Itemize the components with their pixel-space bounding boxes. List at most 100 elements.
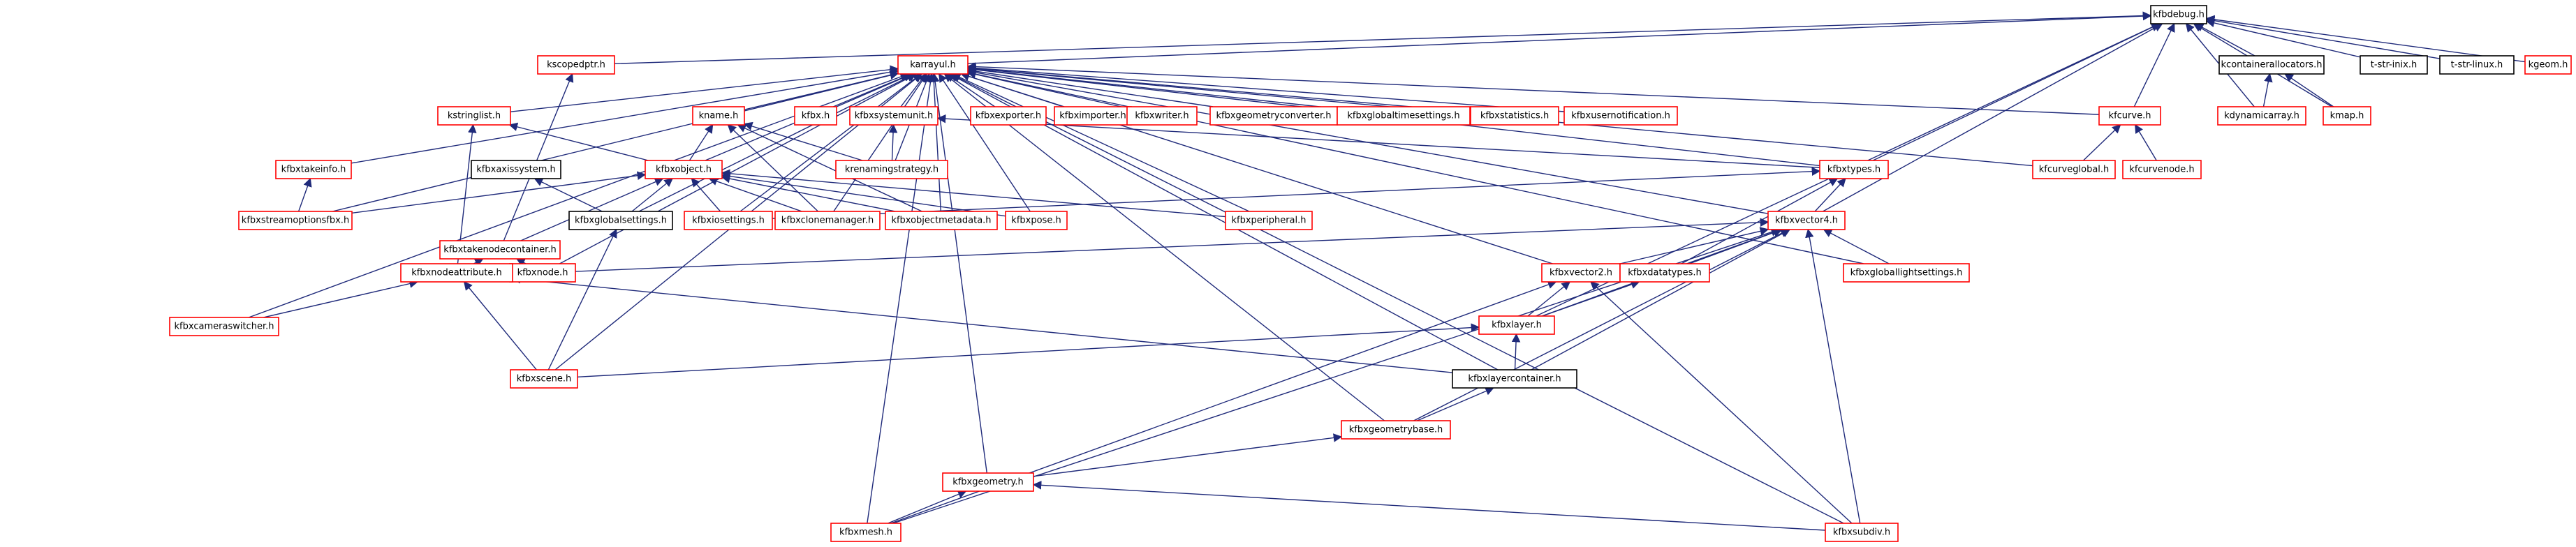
node-label: kfbxvector4.h — [1775, 216, 1838, 226]
node-box — [645, 160, 723, 179]
edge-kfbxglobaltimesettings-to-karrayul — [966, 65, 1338, 110]
node-label: kfbxsystemunit.h — [855, 111, 934, 121]
node-label: kfbxglobalsettings.h — [575, 216, 667, 226]
node-kfbxstatistics[interactable]: kfbxstatistics.h — [1470, 106, 1559, 126]
node-kfbxvector4[interactable]: kfbxvector4.h — [1767, 211, 1846, 230]
edge-kstringlist-to-karrayul — [510, 65, 899, 112]
node-kfcurveglobal[interactable]: kfcurveglobal.h — [2032, 160, 2116, 179]
node-kstringlist[interactable]: kstringlist.h — [437, 106, 511, 126]
node-kfbxstreamoptionsfbx[interactable]: kfbxstreamoptionsfbx.h — [238, 211, 353, 230]
node-kfbxaxissystem[interactable]: kfbxaxissystem.h — [471, 160, 561, 179]
node-kfbxwriter[interactable]: kfbxwriter.h — [1126, 106, 1198, 126]
node-kfbxexporter[interactable]: kfbxexporter.h — [970, 106, 1047, 126]
edge-kfbxmesh-to-karrayul — [867, 73, 935, 524]
edge-kfbxtakenodecontainer-to-kfbxobject — [520, 177, 664, 241]
edge — [691, 178, 721, 212]
edge — [727, 124, 818, 212]
node-tstrinix[interactable]: t-str-inix.h — [2360, 55, 2428, 75]
edge-kfbxglobalsettings-to-kfbxaxissystem — [533, 178, 603, 212]
node-box — [1225, 211, 1313, 230]
edge-kfbxnode-to-kfbxvector4 — [575, 218, 1769, 272]
edge-kfbxlayercontainer-to-kfbxnodeattribute — [511, 274, 1453, 373]
node-box — [1452, 369, 1577, 389]
node-label: kfbxstatistics.h — [1480, 111, 1549, 121]
node-kfbdebug[interactable]: kfbdebug.h — [2150, 5, 2207, 24]
node-label: kfbxstreamoptionsfbx.h — [242, 216, 349, 226]
node-kfcurvenode[interactable]: kfcurvenode.h — [2122, 160, 2202, 179]
dependency-edges — [248, 11, 2526, 531]
edge-kfbxclonemanager-to-kname — [727, 124, 818, 212]
node-kdynamicarray[interactable]: kdynamicarray.h — [2217, 106, 2306, 126]
node-kfbxlayer[interactable]: kfbxlayer.h — [1478, 315, 1555, 335]
node-box — [471, 160, 561, 179]
node-kgeom[interactable]: kgeom.h — [2524, 55, 2572, 75]
edge — [960, 72, 1553, 264]
node-tstrlinux[interactable]: t-str-linux.h — [2439, 55, 2515, 75]
node-kfbxdatatypes[interactable]: kfbxdatatypes.h — [1619, 263, 1710, 283]
edge — [833, 73, 927, 212]
node-kfbxtakenodecontainer[interactable]: kfbxtakenodecontainer.h — [439, 240, 561, 260]
edge-kfbxgloballightsettings-to-kfbxvector4 — [1823, 229, 1890, 264]
node-kfbxpose[interactable]: kfbxpose.h — [1005, 211, 1068, 230]
node-box — [537, 55, 615, 75]
node-karrayul[interactable]: karrayul.h — [897, 55, 969, 75]
node-label: kmap.h — [2330, 111, 2364, 121]
edge — [950, 73, 1844, 524]
edge-kmap-to-kcontainerallocators — [2284, 73, 2334, 107]
edge — [1531, 229, 1791, 370]
node-kfbxscene[interactable]: kfbxscene.h — [510, 369, 578, 389]
node-kfbxusernotification[interactable]: kfbxusernotification.h — [1563, 106, 1678, 126]
node-kcontainerallocators[interactable]: kcontainerallocators.h — [2218, 55, 2325, 75]
edge-kfbxobject-to-kname — [689, 123, 714, 161]
node-label: kcontainerallocators.h — [2221, 60, 2323, 70]
node-box — [1005, 211, 1068, 230]
node-label: kfbxwriter.h — [1135, 111, 1188, 121]
edge-kfbxsubdiv-to-kfbxvector2 — [1590, 281, 1853, 524]
edge — [938, 73, 1031, 212]
edge — [967, 11, 2152, 64]
node-label: kfbxsubdiv.h — [1833, 527, 1890, 538]
node-kfbxgeometrybase[interactable]: kfbxgeometrybase.h — [1341, 420, 1451, 440]
edge-kfbxlayercontainer-to-kfbxlayer — [1511, 333, 1521, 370]
node-kfbx[interactable]: kfbx.h — [794, 106, 837, 126]
node-kfbxiosettings[interactable]: kfbxiosettings.h — [684, 211, 773, 230]
node-krenamingstrategy[interactable]: krenamingstrategy.h — [835, 160, 948, 179]
node-kfbxglobalsettings[interactable]: kfbxglobalsettings.h — [568, 211, 673, 230]
node-kfbxgloballightsettings[interactable]: kfbxgloballightsettings.h — [1843, 263, 1970, 283]
node-kfbxtypes[interactable]: kfbxtypes.h — [1819, 160, 1889, 179]
edge — [689, 123, 714, 161]
node-kfbxcameraswitcher[interactable]: kfbxcameraswitcher.h — [169, 317, 279, 336]
node-kscopedptr[interactable]: kscopedptr.h — [537, 55, 615, 75]
edge — [614, 11, 2152, 64]
edge-kfbxvector2-to-kfbxvector4 — [1619, 227, 1769, 264]
edge-kfbxnodeattribute-to-kfbxtakenodecontainer — [473, 258, 484, 267]
node-kfbxgeometry[interactable]: kfbxgeometry.h — [942, 472, 1034, 492]
node-kfbxtakeinfo[interactable]: kfbxtakeinfo.h — [275, 160, 352, 179]
node-kfbximporter[interactable]: kfbximporter.h — [1054, 106, 1132, 126]
node-kfcurve[interactable]: kfcurve.h — [2098, 106, 2161, 126]
edge — [1619, 227, 1769, 264]
node-kfbxnode[interactable]: kfbxnode.h — [509, 263, 576, 283]
edge — [1032, 481, 1826, 531]
edge — [533, 178, 603, 212]
node-label: kfcurveglobal.h — [2039, 165, 2110, 175]
node-kfbxvector2[interactable]: kfbxvector2.h — [1541, 263, 1621, 283]
edge — [2194, 23, 2255, 57]
node-label: kfbxdatatypes.h — [1628, 268, 1702, 278]
node-kfbxobjectmetadata[interactable]: kfbxobjectmetadata.h — [885, 211, 998, 230]
node-kfbxclonemanager[interactable]: kfbxclonemanager.h — [774, 211, 881, 230]
node-kfbxobject[interactable]: kfbxobject.h — [645, 160, 723, 179]
node-kname[interactable]: kname.h — [692, 106, 745, 126]
node-kfbxperipheral[interactable]: kfbxperipheral.h — [1225, 211, 1313, 230]
node-box — [1767, 211, 1846, 230]
node-kfbxmesh[interactable]: kfbxmesh.h — [830, 523, 901, 542]
node-kfbxlayercontainer[interactable]: kfbxlayercontainer.h — [1452, 369, 1577, 389]
node-kfbxnodeattribute[interactable]: kfbxnodeattribute.h — [400, 263, 513, 283]
node-kfbxgeometryconverter[interactable]: kfbxgeometryconverter.h — [1209, 106, 1338, 126]
node-kfbxsubdiv[interactable]: kfbxsubdiv.h — [1825, 523, 1899, 542]
edge-kfcurve-to-karrayul — [966, 62, 2100, 115]
node-label: t-str-linux.h — [2451, 60, 2503, 70]
node-kfbxglobaltimesettings[interactable]: kfbxglobaltimesettings.h — [1337, 106, 1471, 126]
node-kmap[interactable]: kmap.h — [2323, 106, 2371, 126]
node-kfbxsystemunit[interactable]: kfbxsystemunit.h — [849, 106, 939, 126]
